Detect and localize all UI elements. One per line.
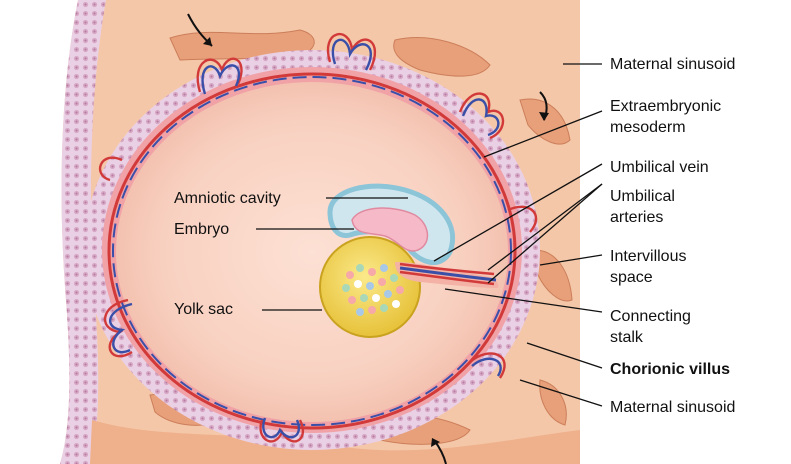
label-intervillous-space-line1: Intervillous [610,247,686,266]
label-umbilical-arteries-line1: Umbilical [610,187,675,206]
label-connecting-stalk-line1: Connecting [610,307,691,326]
label-amniotic-cavity: Amniotic cavity [174,189,281,208]
label-intervillous-space-line2: space [610,268,653,287]
label-umbilical-vein: Umbilical vein [610,158,709,177]
label-chorionic-villus: Chorionic villus [610,360,730,379]
label-umbilical-arteries-line2: arteries [610,208,663,227]
label-maternal-sinusoid-bottom: Maternal sinusoid [610,398,735,417]
label-extraembryonic-mesoderm-line1: Extraembryonic [610,97,721,116]
label-maternal-sinusoid-top: Maternal sinusoid [610,55,735,74]
label-connecting-stalk-line2: stalk [610,328,643,347]
label-embryo: Embryo [174,220,229,239]
label-yolk-sac: Yolk sac [174,300,233,319]
label-extraembryonic-mesoderm-line2: mesoderm [610,118,686,137]
